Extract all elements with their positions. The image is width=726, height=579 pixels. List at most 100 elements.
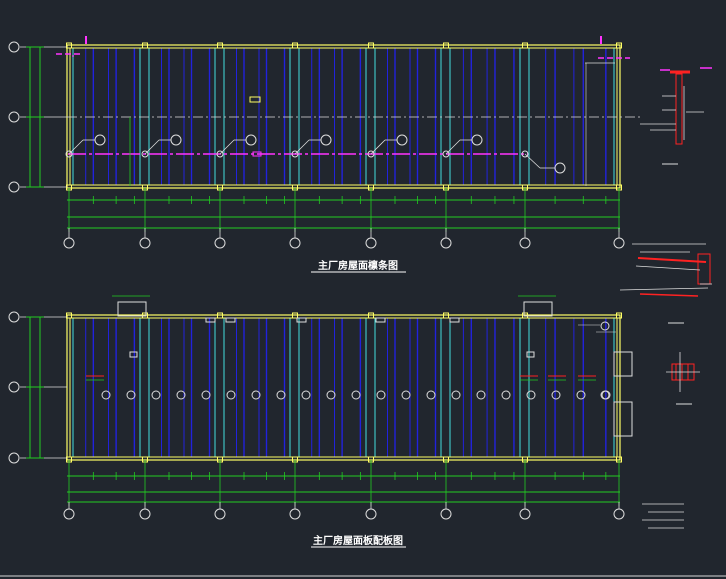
column-marker [217, 42, 223, 49]
roof-purlin-plan-title: 主厂房屋面檩条图 [318, 259, 398, 272]
tie-rod-tag [252, 151, 262, 157]
axis-bubble-bottom [214, 237, 226, 249]
roof-vent-circle [301, 390, 311, 400]
roof-vent-circle [326, 390, 336, 400]
axis-bubble-bottom [214, 508, 226, 520]
axis-bubble-bottom [289, 237, 301, 249]
axis-bubble-bottom [519, 237, 531, 249]
detail-line [619, 287, 709, 291]
roof-vent-circle [376, 390, 386, 400]
roof-panel-plan-title: 主厂房屋面板配板图 [313, 534, 403, 547]
callout-leader [445, 139, 461, 155]
plan-frame-outer [66, 44, 621, 189]
tie-rod-node [65, 150, 73, 158]
roof-vent-circle [600, 390, 610, 400]
panel-tag [296, 317, 307, 323]
roof-vent-circle [526, 390, 536, 400]
axis-bubble-bottom [289, 508, 301, 520]
panel-tag [375, 317, 386, 323]
tie-rod-node [521, 150, 529, 158]
panel-tag [129, 351, 138, 358]
roof-vent-circle [451, 390, 461, 400]
axis-bubble-bottom [613, 237, 625, 249]
side-opening [613, 351, 633, 377]
callout-leader [219, 139, 235, 155]
roof-vent-circle [576, 390, 586, 400]
column-marker [616, 42, 622, 49]
callout-leader [524, 153, 541, 169]
axis-bubble-bottom [365, 237, 377, 249]
panel-tag [526, 351, 535, 358]
panel-tag [225, 317, 236, 323]
column-marker [616, 312, 622, 319]
roof-vent-circle [351, 390, 361, 400]
axis-bubble-bottom [139, 508, 151, 520]
axis-bubble-left [8, 452, 20, 464]
axis-bubble-bottom [139, 237, 151, 249]
column-marker [66, 312, 72, 319]
detail-line [635, 265, 701, 271]
callout-leader [370, 139, 386, 155]
roof-vent-circle [426, 390, 436, 400]
axis-bubble-left [8, 111, 20, 123]
roof-vent-circle [126, 390, 136, 400]
panel-tag [449, 317, 460, 323]
roof-vent-circle [551, 390, 561, 400]
panel-tag [205, 317, 216, 323]
roof-panel-plan [8, 295, 633, 520]
axis-bubble-left [8, 311, 20, 323]
roof-vent-circle [401, 390, 411, 400]
column-marker [292, 42, 298, 49]
callout-leader [294, 139, 310, 155]
column-marker [443, 42, 449, 49]
column-marker [292, 312, 298, 319]
roof-vent-circle [101, 390, 111, 400]
axis-bubble-bottom [440, 237, 452, 249]
eave-section [637, 257, 707, 263]
axis-bubble-bottom [63, 508, 75, 520]
roof-vent-circle [201, 390, 211, 400]
tie-rod-node [442, 150, 450, 158]
axis-bubble-bottom [440, 508, 452, 520]
tie-rod-node [367, 150, 375, 158]
roof-vent-circle [600, 321, 610, 331]
roof-vent-circle [226, 390, 236, 400]
axis-bubble-bottom [519, 508, 531, 520]
callout-leader [68, 139, 84, 155]
roof-vent-circle [501, 390, 511, 400]
gutter-section-web [675, 73, 683, 145]
tie-rod-node [216, 150, 224, 158]
column-marker [443, 312, 449, 319]
column-marker [368, 312, 374, 319]
skylight-opening [523, 301, 553, 317]
axis-bubble-left [8, 181, 20, 193]
column-marker [217, 312, 223, 319]
roof-purlin-plan [8, 36, 640, 249]
axis-bubble-bottom [613, 508, 625, 520]
roof-vent-circle [251, 390, 261, 400]
callout-leader [144, 139, 160, 155]
roof-vent-circle [176, 390, 186, 400]
eave-section [639, 293, 699, 297]
section-details [619, 67, 712, 529]
column-marker [66, 42, 72, 49]
skylight-tag [249, 96, 261, 103]
axis-bubble-left [8, 381, 20, 393]
plan-frame-inner [69, 47, 618, 186]
axis-bubble-left [8, 41, 20, 53]
plan-frame-inner [69, 317, 618, 458]
column-marker [142, 42, 148, 49]
tie-rod-node [141, 150, 149, 158]
tie-rod-node [291, 150, 299, 158]
roof-vent-circle [476, 390, 486, 400]
roof-vent-circle [151, 390, 161, 400]
axis-bubble-bottom [365, 508, 377, 520]
column-marker [368, 42, 374, 49]
skylight-opening [117, 301, 147, 317]
plan-frame-outer [66, 314, 621, 461]
column-marker [522, 42, 528, 49]
roof-vent-circle [276, 390, 286, 400]
side-opening [613, 401, 633, 437]
